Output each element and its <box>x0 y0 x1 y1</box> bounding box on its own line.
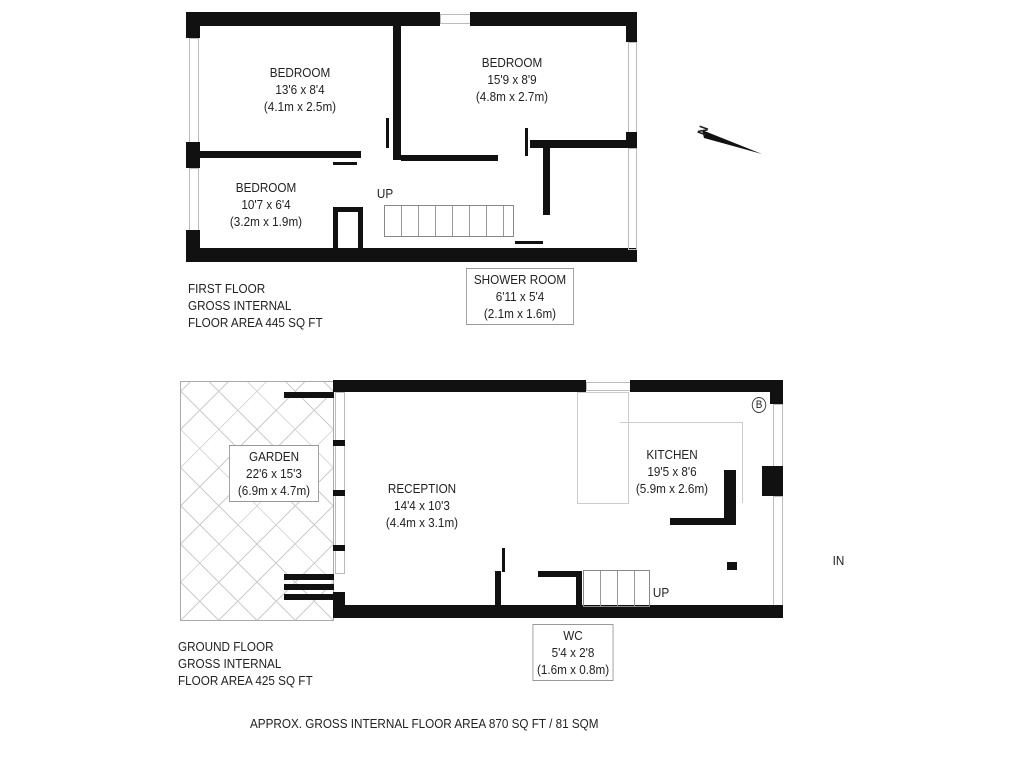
window <box>628 42 637 134</box>
wall <box>186 248 637 262</box>
wall <box>401 155 498 161</box>
window <box>189 38 199 144</box>
wall <box>284 574 334 580</box>
wall <box>630 380 783 392</box>
wall <box>333 440 345 446</box>
north-arrow-icon <box>702 130 762 154</box>
wall <box>333 380 586 392</box>
entrance-label: IN <box>832 553 845 568</box>
wall <box>543 140 550 215</box>
wall <box>530 140 626 148</box>
wall <box>538 571 582 577</box>
wall <box>284 392 334 398</box>
cupboard <box>333 207 363 248</box>
window <box>586 382 632 391</box>
window <box>189 168 199 232</box>
wall <box>186 12 200 38</box>
wall <box>284 594 334 600</box>
compass: N <box>680 118 765 158</box>
wall <box>470 12 637 26</box>
wall <box>333 545 345 551</box>
wall <box>284 584 334 590</box>
wall <box>186 142 200 168</box>
wall <box>670 518 736 525</box>
window <box>773 496 783 608</box>
window <box>440 14 472 24</box>
wall <box>393 26 401 160</box>
window <box>773 404 783 468</box>
door <box>502 548 505 572</box>
wall <box>724 470 736 520</box>
wall <box>626 132 637 148</box>
stairs-up-label: UP <box>652 585 670 600</box>
kitchen-counter <box>620 422 743 503</box>
wall <box>333 605 783 618</box>
patio-door <box>335 392 345 574</box>
wall <box>333 490 345 496</box>
staircase <box>583 570 650 607</box>
boiler-icon: B <box>751 397 767 413</box>
wall <box>770 380 783 404</box>
wall <box>186 12 440 26</box>
kitchen-counter <box>577 392 629 504</box>
wall <box>727 562 737 570</box>
stairs-up-label: UP <box>376 186 394 201</box>
door <box>515 241 543 244</box>
door <box>333 162 357 165</box>
wall <box>576 571 582 607</box>
wall <box>495 571 501 607</box>
wall <box>200 151 361 158</box>
wall <box>762 466 772 496</box>
staircase <box>384 205 514 237</box>
door <box>386 118 389 148</box>
wall <box>626 12 637 42</box>
total-floor-area: APPROX. GROSS INTERNAL FLOOR AREA 870 SQ… <box>250 716 599 731</box>
window <box>628 148 637 250</box>
wall <box>770 466 783 496</box>
door <box>525 128 528 156</box>
